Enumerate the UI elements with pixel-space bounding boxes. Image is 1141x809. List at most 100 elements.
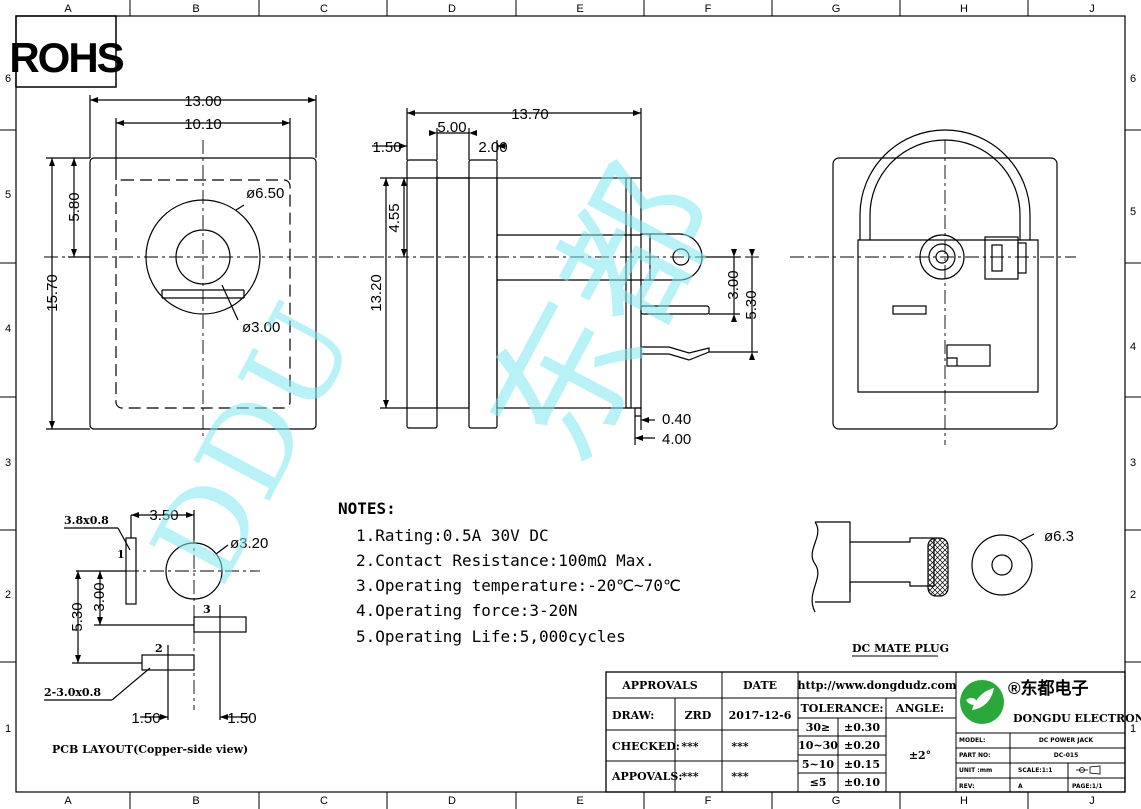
col-label: J: [1089, 3, 1095, 15]
col-label: H: [960, 3, 968, 15]
col-label: G: [832, 3, 841, 15]
dim-length: 13.70: [511, 106, 549, 123]
company-logo: [960, 680, 1004, 724]
row-label: 1: [5, 723, 11, 735]
col-label: C: [320, 3, 328, 15]
rohs-box: [15, 15, 117, 88]
col-label: D: [448, 3, 456, 15]
pcb-pin2: 2: [155, 642, 163, 655]
rear-view: [790, 129, 1076, 445]
watermark-latin: DDU: [125, 283, 382, 603]
dim-pin-height: 3.00: [725, 270, 742, 299]
notes-title: NOTES:: [338, 499, 396, 518]
row-label: 3: [1130, 457, 1136, 469]
tb-rev-label: REV:: [959, 783, 975, 790]
pcb-dx-right: 1.50: [227, 710, 256, 727]
front-view: [44, 95, 345, 440]
tb-draw-label: DRAW:: [612, 709, 654, 722]
tb-draw-date: 2017-12-6: [729, 709, 792, 722]
watermark-cjk: 东都: [456, 142, 750, 489]
tb-draw-name: ZRD: [685, 709, 712, 722]
tb-tol-value: ±0.20: [844, 739, 880, 752]
row-label: 5: [1130, 206, 1136, 218]
pcb-slot2: 2-3.0x0.8: [44, 686, 101, 699]
plug-dia: ø6.3: [1044, 528, 1074, 545]
rohs-mark: ROHS: [9, 34, 123, 81]
col-label: A: [64, 795, 72, 807]
row-label: 6: [5, 73, 11, 85]
col-label: J: [1089, 795, 1095, 807]
dim-pin-offset: 4.00: [662, 431, 691, 448]
pcb-layout: [44, 510, 260, 720]
tb-approvals-label: APPOVALS:: [611, 770, 682, 783]
pcb-dy: 3.00: [91, 582, 108, 611]
company-name-cn: ®东都电子: [1008, 678, 1089, 698]
col-label: E: [576, 795, 583, 807]
tb-tol-value: ±0.15: [844, 758, 880, 771]
dim-body-height: 13.20: [368, 274, 385, 312]
dim-flange2: 2.00: [478, 139, 507, 156]
tb-approvals-name: ***: [681, 770, 699, 783]
dim-outer-dia: ø6.50: [246, 185, 284, 202]
tb-model-label: MODEL:: [959, 737, 985, 744]
tb-rev-value: A: [1018, 783, 1023, 790]
dim-inner-dia: ø3.00: [242, 319, 280, 336]
tb-approvals-header: APPROVALS: [621, 679, 698, 692]
dim-flange1: 1.50: [372, 139, 401, 156]
tb-tol-range: 5~10: [802, 758, 835, 771]
row-label: 1: [1130, 723, 1136, 735]
col-label: B: [192, 795, 199, 807]
tb-checked-name: ***: [681, 740, 699, 753]
tb-checked-label: CHECKED:: [612, 740, 680, 753]
dim-pin-height2: 5.30: [743, 290, 760, 319]
note-item: 4.Operating force:3-20N: [356, 601, 578, 620]
pcb-hole: ø3.20: [230, 535, 268, 552]
col-label: H: [960, 795, 968, 807]
tb-date-header: DATE: [743, 679, 777, 692]
row-label: 5: [5, 189, 11, 201]
note-item: 2.Contact Resistance:100mΩ Max.: [356, 551, 655, 570]
drawing-frame: [15, 15, 1126, 793]
note-item: 5.Operating Life:5,000cycles: [356, 627, 626, 646]
dim-width: 13.00: [184, 93, 222, 110]
tb-part-value: DC-015: [1054, 752, 1079, 759]
zone-labels: A B C D E F G H J A B C D E F G H J 6 5 …: [5, 3, 1136, 807]
pcb-pin1: 1: [117, 548, 125, 561]
dim-inner-width: 10.10: [184, 116, 222, 133]
pcb-dx: 3.50: [149, 507, 178, 524]
dim-spacing: 5.00: [437, 119, 466, 136]
tb-angle-value: ±2°: [909, 749, 931, 762]
tb-tol-range: 10~30: [798, 739, 838, 752]
tb-url: http://www.dongdudz.com: [798, 679, 957, 692]
projection-symbol: [1076, 765, 1101, 775]
plug-caption: DC MATE PLUG: [852, 642, 949, 655]
tb-angle-label: ANGLE:: [895, 702, 944, 715]
tb-tolerance-label: TOLERANCE:: [801, 702, 884, 715]
tb-tol-range: ≤5: [810, 776, 827, 789]
tb-tol-range: 30≥: [806, 721, 831, 734]
row-label: 4: [1130, 341, 1136, 353]
row-label: 2: [1130, 589, 1136, 601]
tb-tol-value: ±0.10: [844, 776, 880, 789]
dc-mate-plug: [811, 521, 1035, 613]
tb-scale: SCALE:1:1: [1018, 767, 1052, 774]
tb-approvals-date: ***: [731, 770, 749, 783]
pcb-pin3: 3: [203, 603, 211, 616]
note-item: 3.Operating temperature:-20℃~70℃: [356, 576, 681, 595]
tb-model-value: DC POWER JACK: [1039, 737, 1094, 744]
dim-height: 15.70: [44, 274, 61, 312]
col-label: C: [320, 795, 328, 807]
tb-unit: UNIT :mm: [959, 767, 992, 774]
col-label: D: [448, 795, 456, 807]
col-label: B: [192, 3, 199, 15]
col-label: F: [705, 3, 712, 15]
pcb-slot: 3.8x0.8: [64, 514, 109, 527]
col-label: E: [576, 3, 583, 15]
note-item: 1.Rating:0.5A 30V DC: [356, 526, 549, 545]
title-block: [605, 671, 1126, 793]
tb-tol-value: ±0.30: [844, 721, 880, 734]
row-label: 2: [5, 589, 11, 601]
pcb-dx-left: 1.50: [131, 710, 160, 727]
side-view: [345, 108, 760, 445]
